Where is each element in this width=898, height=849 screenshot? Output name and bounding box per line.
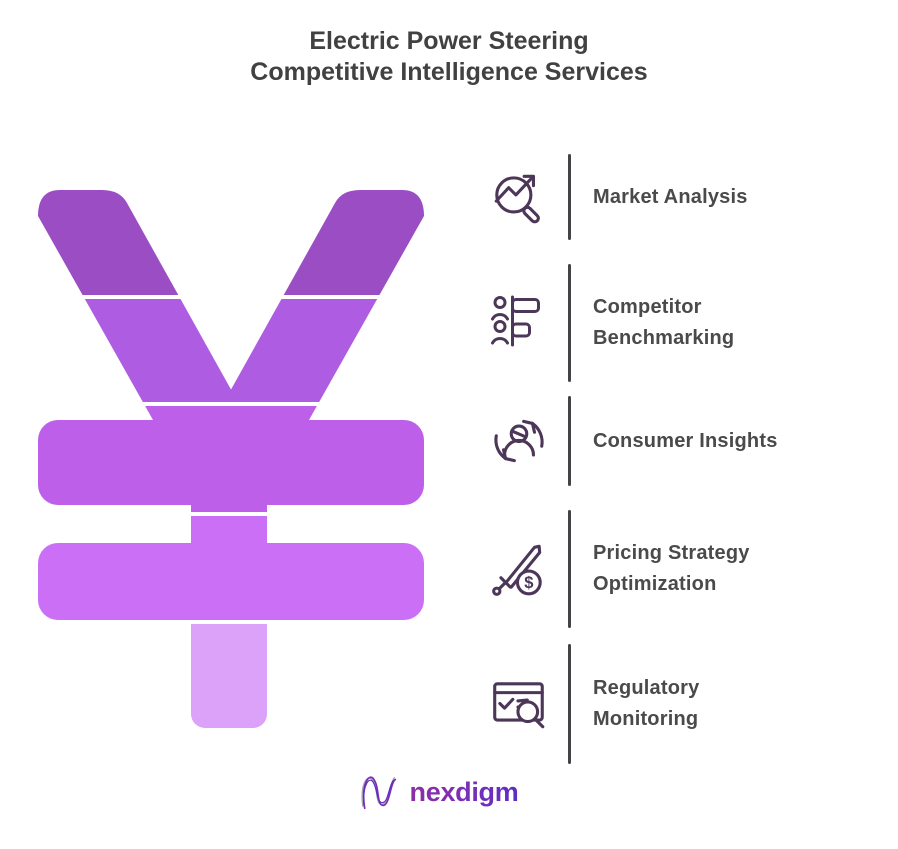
service-row-market-analysis: Market Analysis [486, 154, 886, 240]
competitor-benchmarking-icon [491, 295, 540, 347]
service-label: Consumer Insights [593, 429, 778, 452]
row-divider [568, 396, 571, 486]
service-label: Pricing Strategy Optimization [593, 542, 750, 595]
service-label: Market Analysis [593, 185, 748, 208]
page-title-line1: Electric Power Steering [309, 27, 589, 55]
brand-name: nexdigm [409, 776, 519, 807]
svg-text:$: $ [524, 573, 533, 592]
row-divider [568, 644, 571, 764]
consumer-insights-icon [494, 419, 544, 463]
yen-segment-arms-top [28, 180, 432, 295]
yen-segment-lower-bar [28, 516, 432, 620]
yen-segment-stem [28, 624, 432, 732]
service-row-competitor-benchmarking: Competitor Benchmarking [486, 264, 886, 382]
market-analysis-icon [494, 174, 540, 224]
page-title-line2: Competitive Intelligence Services [250, 58, 648, 86]
pricing-strategy-icon: $ [492, 544, 542, 596]
service-label: Competitor Benchmarking [593, 296, 735, 349]
row-divider [568, 154, 571, 240]
service-row-pricing-strategy: $ Pricing Strategy Optimization [486, 510, 886, 628]
service-label: Regulatory Monitoring [593, 677, 700, 730]
regulatory-monitoring-icon [493, 682, 545, 729]
service-row-consumer-insights: Consumer Insights [486, 396, 886, 486]
yen-segment-arms-bottom [28, 299, 432, 402]
row-divider [568, 510, 571, 628]
yen-symbol-graphic [28, 180, 432, 732]
yen-segment-upper-bar [28, 406, 432, 512]
nexdigm-logo-icon [361, 776, 396, 810]
row-divider [568, 264, 571, 382]
brand-footer: nexdigm [0, 764, 876, 820]
page-title: Electric Power Steering Competitive Inte… [0, 26, 898, 88]
service-row-regulatory-monitoring: Regulatory Monitoring [486, 644, 886, 764]
